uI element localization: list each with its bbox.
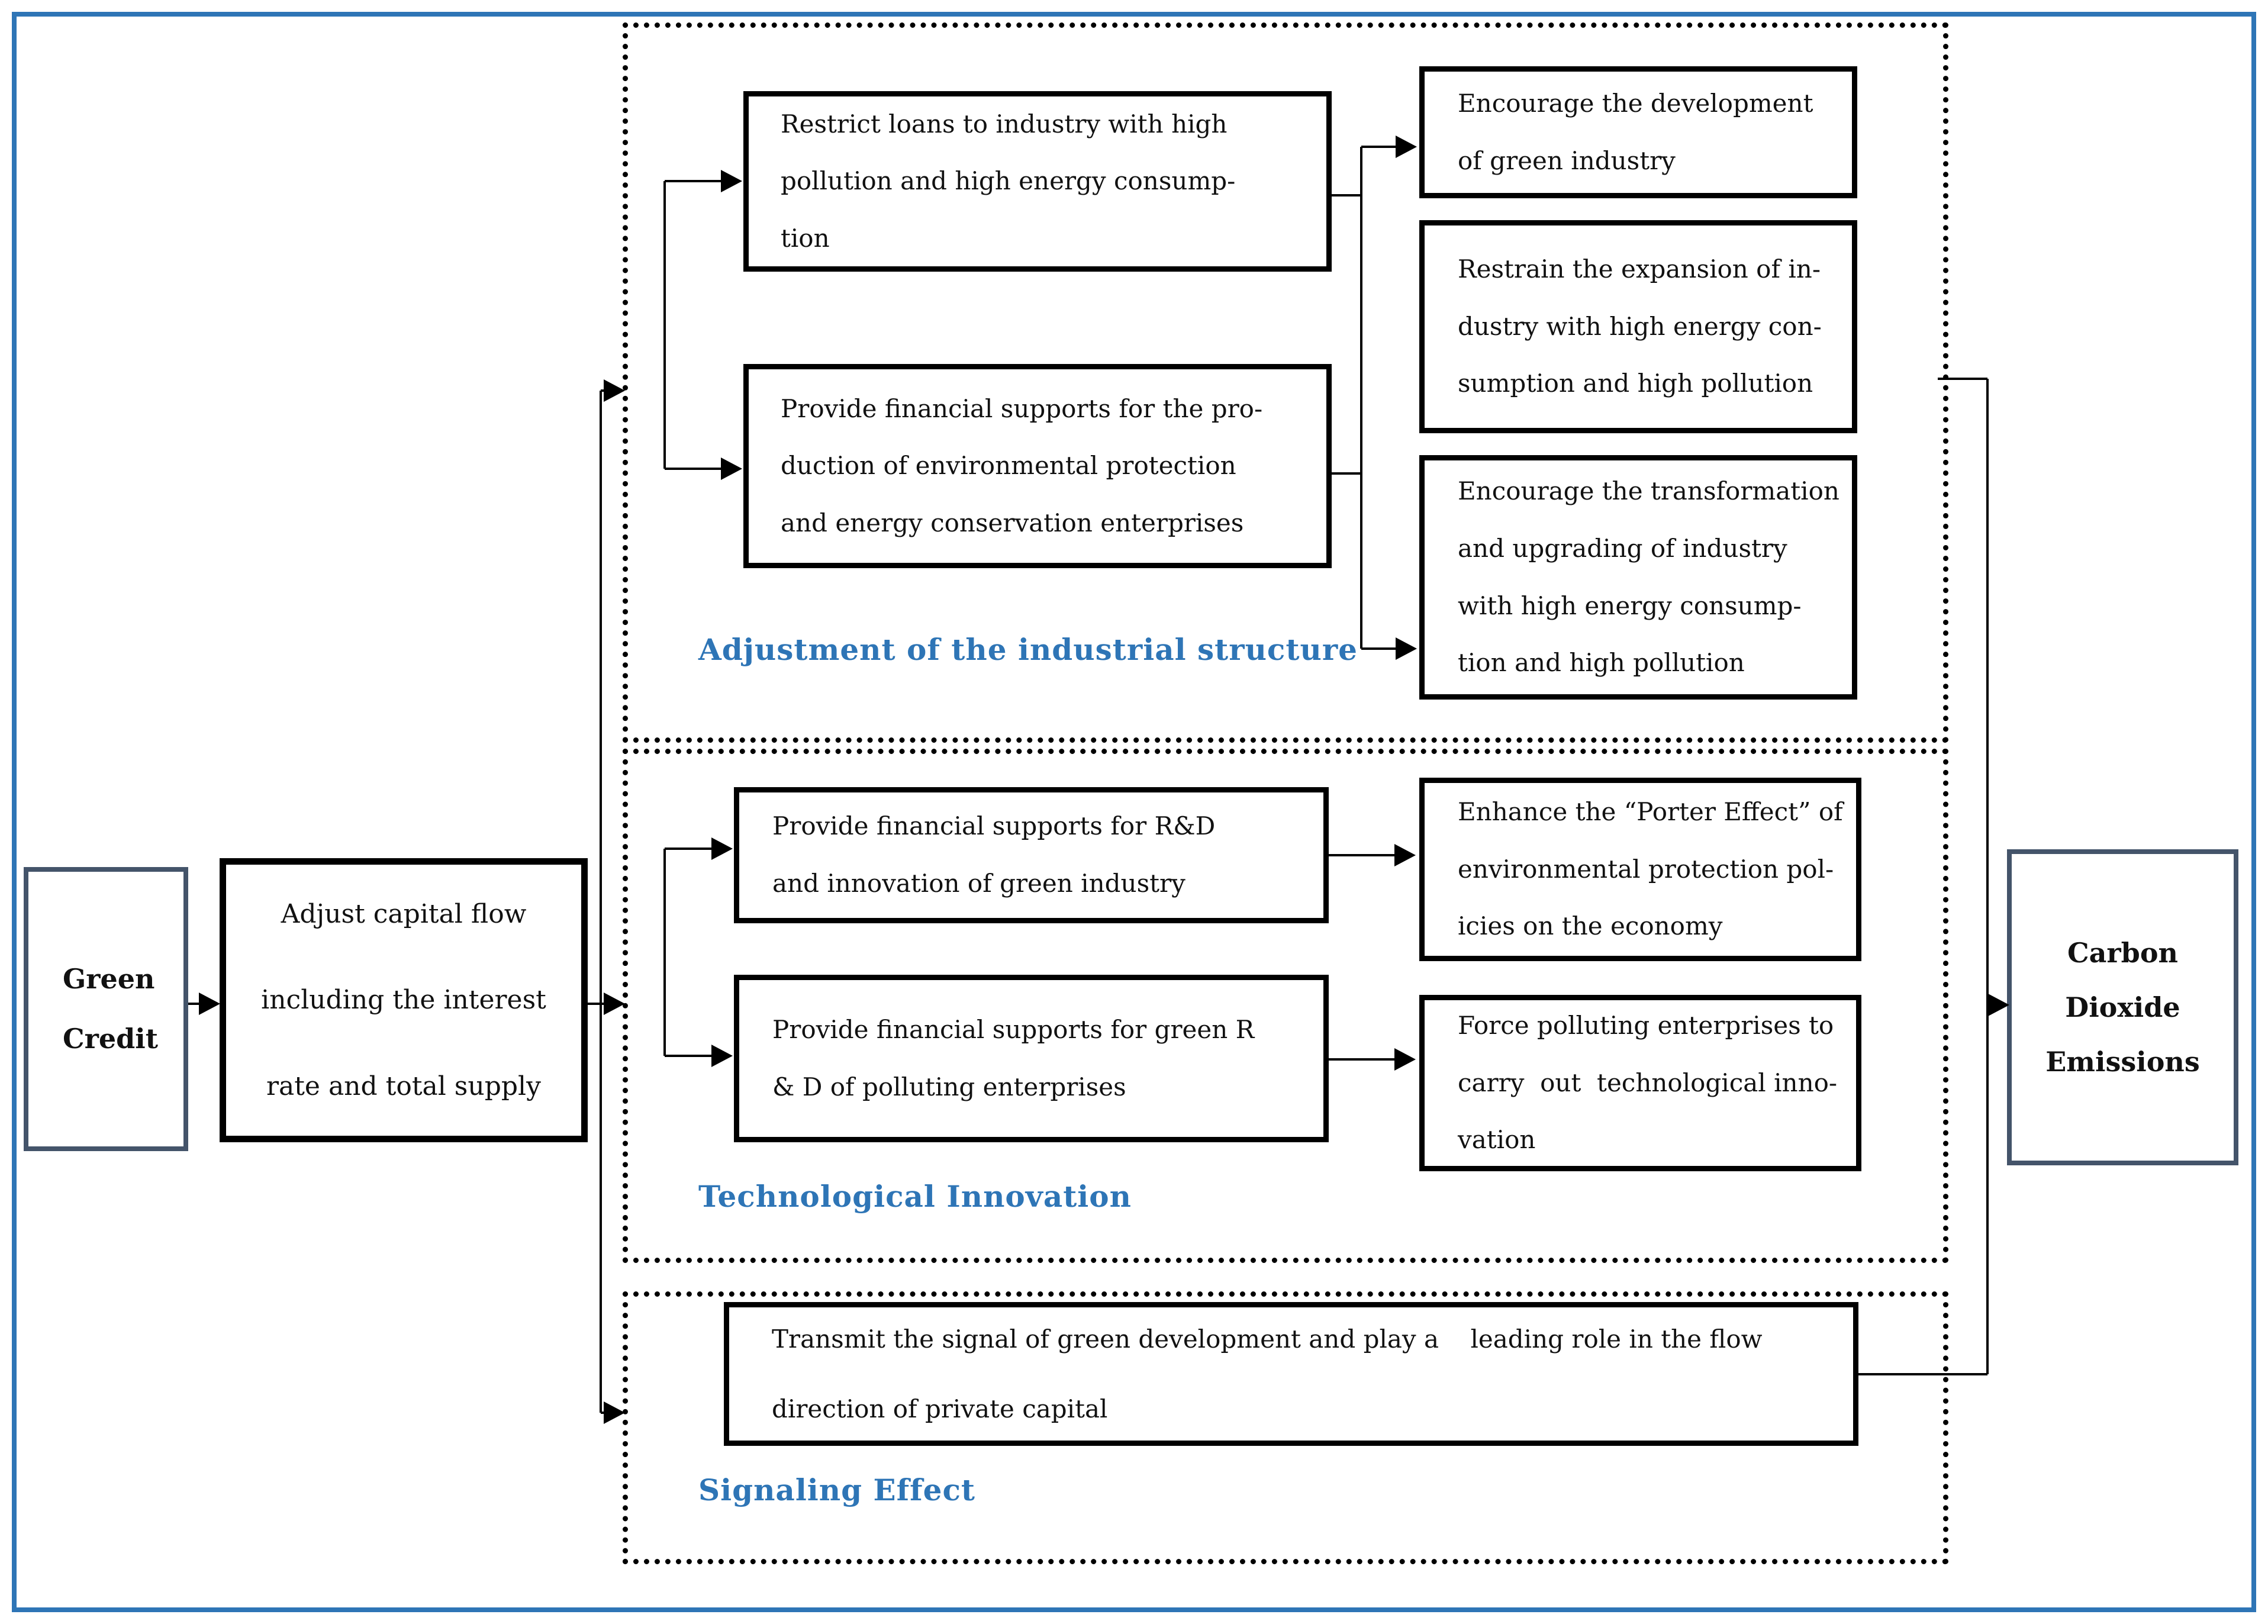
box-force-technological-innovation-text: Force polluting enterprises to carry out… [1458, 1011, 1838, 1155]
box-rd-green-industry-text: Provide financial supports for R&D and i… [772, 811, 1216, 898]
node-green-credit: Green Credit [24, 867, 188, 1151]
group-signaling-effect [623, 1291, 1948, 1564]
box-encourage-transformation-text: Encourage the transformation and upgradi… [1458, 476, 1839, 678]
box-provide-environmental-supports-text: Provide financial supports for the pro- … [781, 394, 1263, 537]
outer-frame-border [12, 12, 2256, 1612]
group-label-signaling-effect: Signaling Effect [698, 1472, 976, 1507]
group-industrial-structure [623, 22, 1948, 743]
box-rd-polluting-enterprises-text: Provide financial supports for green R &… [772, 1014, 1255, 1101]
box-restrict-loans-text: Restrict loans to industry with high pol… [781, 109, 1236, 253]
node-adjust-capital-flow-text: Adjust capital flow including the intere… [261, 899, 546, 1101]
box-transmit-green-signal: Transmit the signal of green development… [724, 1302, 1858, 1446]
box-encourage-green-industry: Encourage the development of green indus… [1419, 66, 1857, 198]
box-rd-green-industry: Provide financial supports for R&D and i… [734, 787, 1329, 923]
group-technological-innovation [623, 749, 1948, 1263]
box-restrain-expansion-text: Restrain the expansion of in- dustry wit… [1458, 254, 1822, 398]
box-restrict-loans: Restrict loans to industry with high pol… [743, 91, 1332, 272]
box-transmit-green-signal-text: Transmit the signal of green development… [772, 1324, 1763, 1423]
group-label-technological-innovation: Technological Innovation [698, 1179, 1132, 1214]
node-green-credit-text: Green Credit [63, 962, 158, 1055]
box-rd-polluting-enterprises: Provide financial supports for green R &… [734, 975, 1329, 1142]
group-label-industrial-structure: Adjustment of the industrial structure [698, 632, 1358, 667]
box-porter-effect-text: Enhance the “Porter Effect” of environme… [1458, 797, 1843, 941]
box-encourage-green-industry-text: Encourage the development of green indus… [1458, 88, 1813, 175]
box-porter-effect: Enhance the “Porter Effect” of environme… [1419, 778, 1861, 961]
node-carbon-dioxide-emissions-text: Carbon Dioxide Emissions [2045, 937, 2200, 1078]
box-encourage-transformation: Encourage the transformation and upgradi… [1419, 455, 1857, 700]
node-adjust-capital-flow: Adjust capital flow including the intere… [220, 858, 588, 1142]
box-force-technological-innovation: Force polluting enterprises to carry out… [1419, 995, 1861, 1171]
box-provide-environmental-supports: Provide financial supports for the pro- … [743, 364, 1332, 568]
node-carbon-dioxide-emissions: Carbon Dioxide Emissions [2007, 849, 2238, 1165]
box-restrain-expansion: Restrain the expansion of in- dustry wit… [1419, 220, 1857, 433]
